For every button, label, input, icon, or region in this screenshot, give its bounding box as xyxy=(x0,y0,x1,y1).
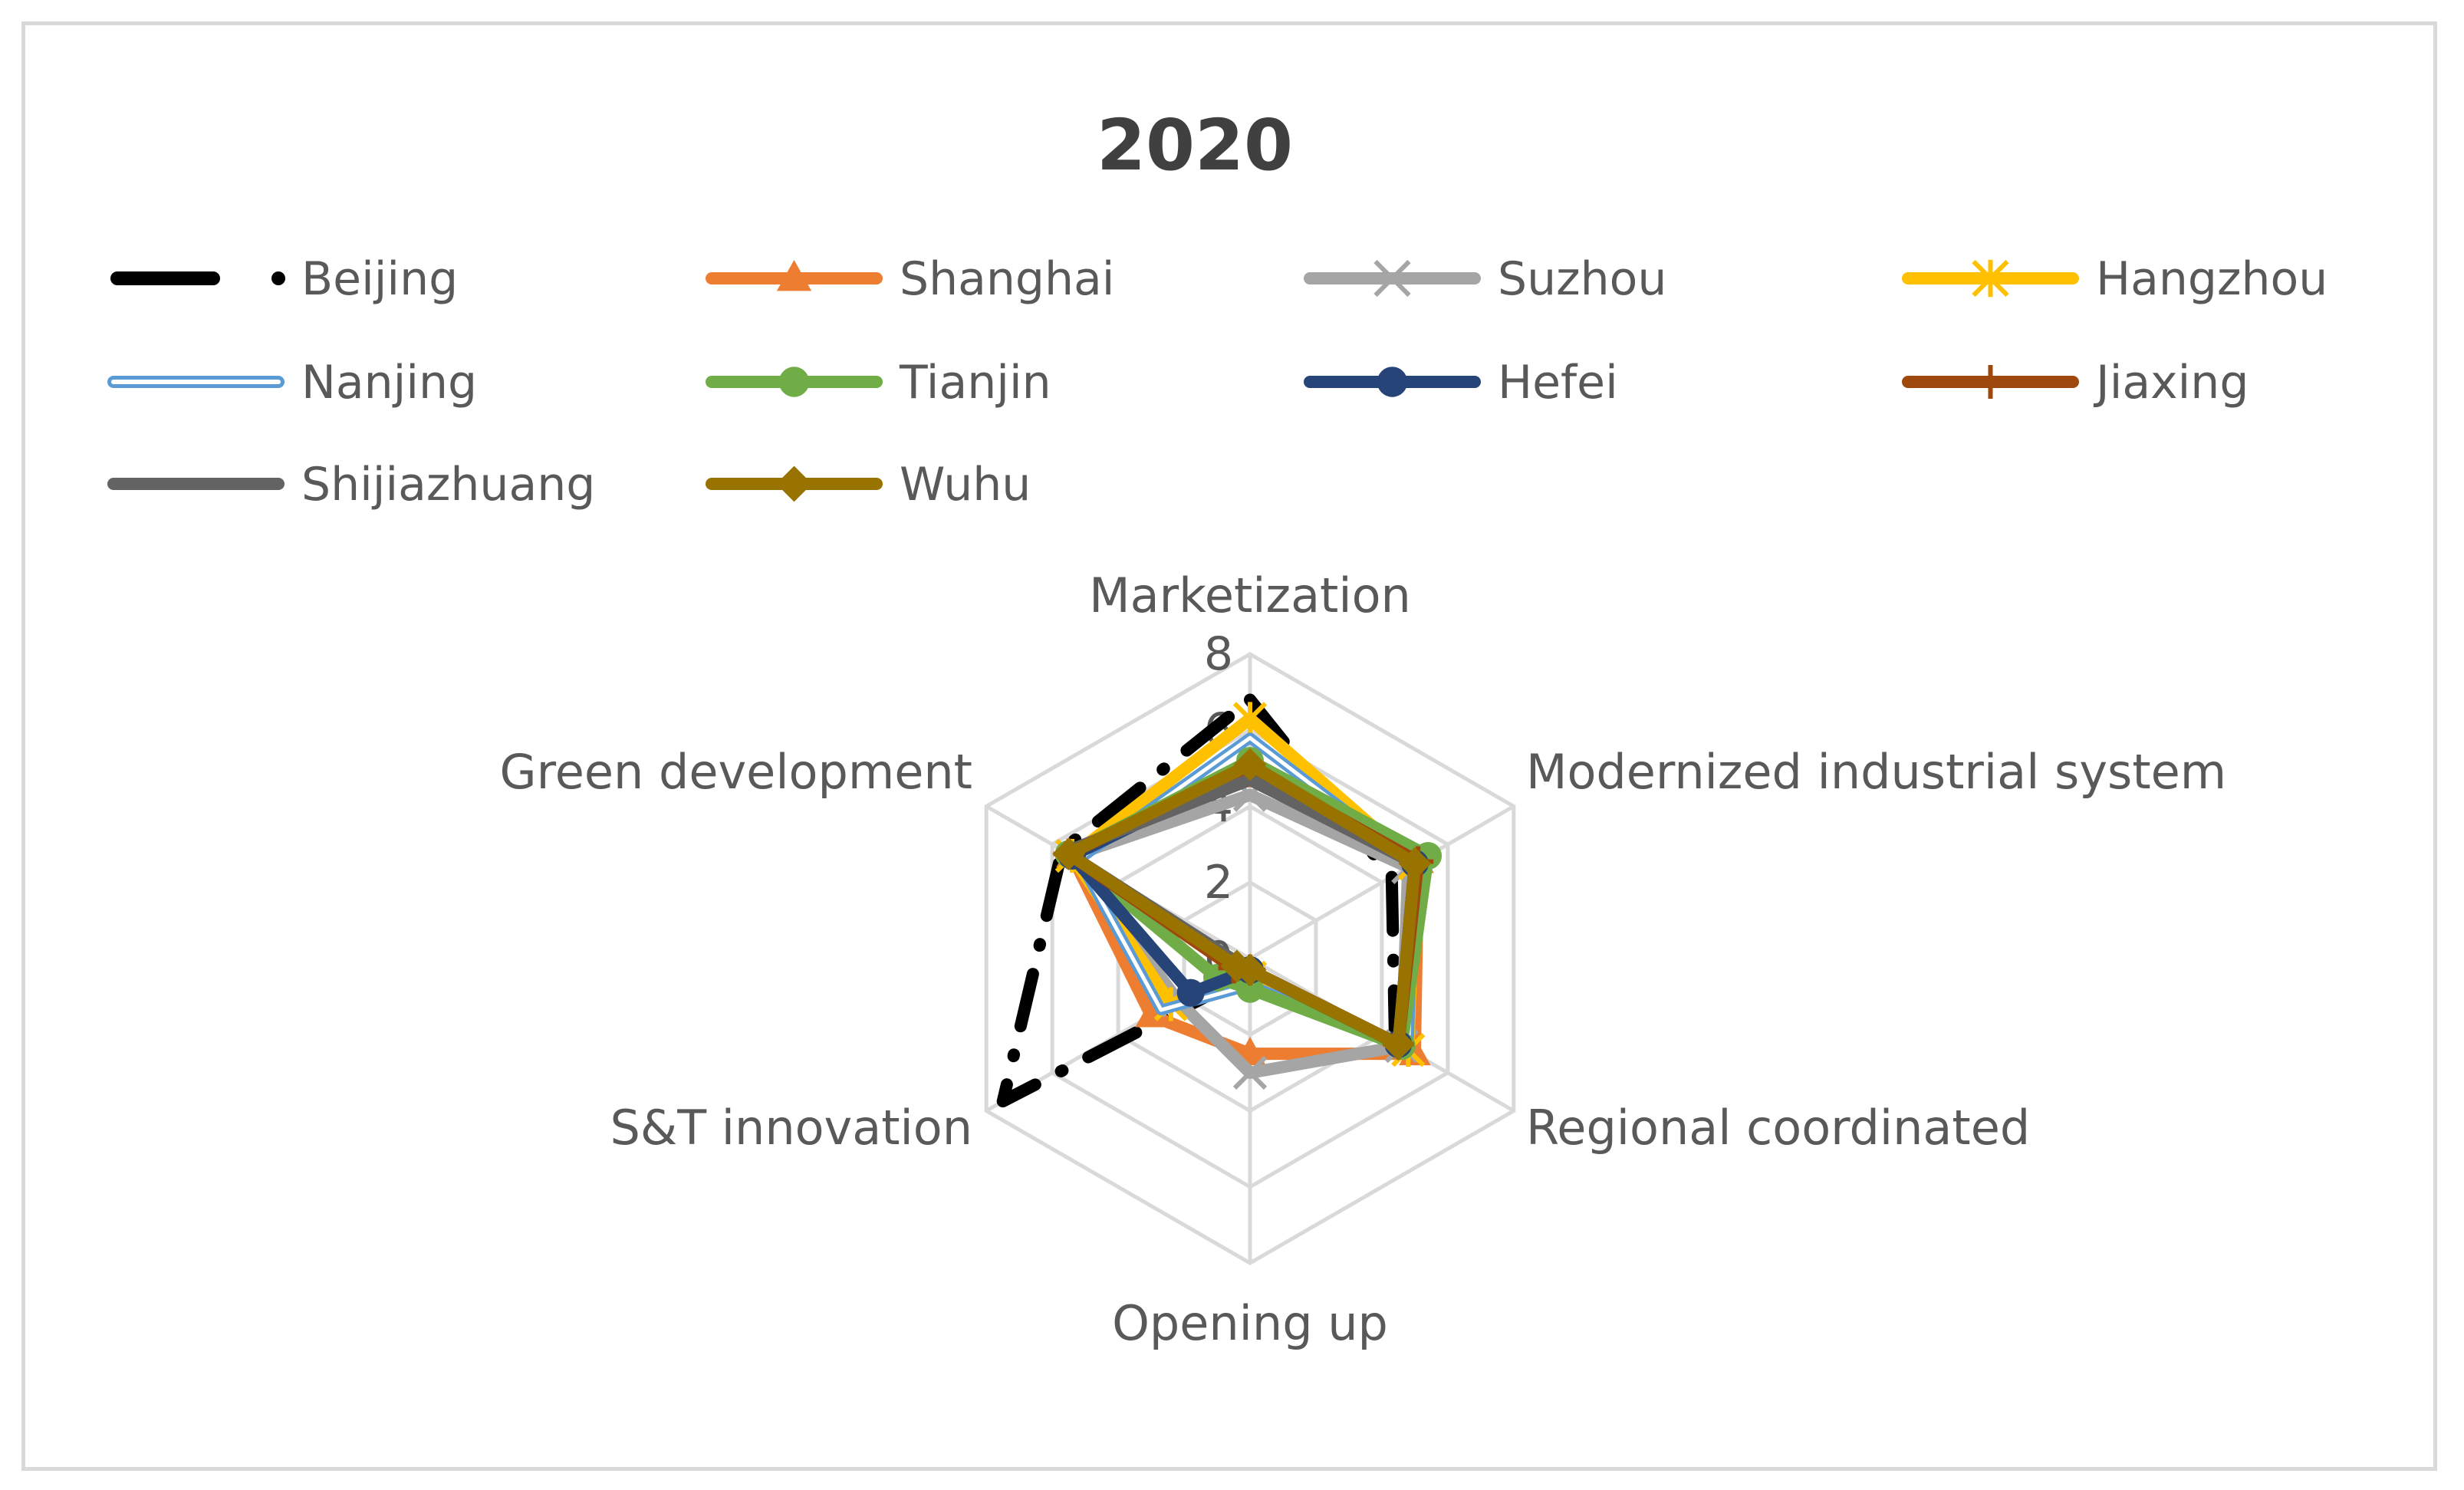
axis-label-sandt-innovation: S&T innovation xyxy=(610,1100,972,1156)
legend-item-suzhou: Suzhou xyxy=(1304,252,1666,306)
tick-label: 8 xyxy=(1204,627,1233,681)
legend-label: Jiaxing xyxy=(2093,356,2249,410)
legend-label: Suzhou xyxy=(1498,252,1666,306)
legend-marker xyxy=(776,259,812,291)
legend-swatch-dot xyxy=(271,271,285,285)
legend-label: Nanjing xyxy=(301,356,477,410)
legend-label: Shanghai xyxy=(900,252,1114,306)
legend-marker xyxy=(778,367,810,397)
data-point xyxy=(1232,702,1268,736)
axis-label-marketization: Marketization xyxy=(1089,567,1411,623)
axis-label-opening-up: Opening up xyxy=(1112,1295,1388,1351)
legend-label: Hefei xyxy=(1498,356,1618,410)
axis-label-modernized-industrial-system: Modernized industrial system xyxy=(1526,744,2226,800)
legend-item-beijing: Beijing xyxy=(110,252,458,306)
legend-marker xyxy=(1373,259,1411,298)
axis-label-green-development: Green development xyxy=(500,744,972,800)
legend-marker xyxy=(1973,365,2008,399)
grid-spoke xyxy=(1248,804,1515,961)
data-point xyxy=(1233,748,1267,781)
series-beijing xyxy=(996,693,1402,1108)
legend-marker xyxy=(776,465,812,502)
data-point xyxy=(1176,979,1205,1007)
data-point xyxy=(1381,1028,1415,1061)
legend-item-hefei: Hefei xyxy=(1304,356,1618,410)
legend-marker xyxy=(1972,259,2009,298)
legend-item-hangzhou: Hangzhou xyxy=(1902,252,2327,306)
chart-title: 2020 xyxy=(1097,104,1293,186)
tick-label: 2 xyxy=(1204,856,1233,909)
data-point xyxy=(1398,847,1432,880)
legend-item-jiaxing: Jiaxing xyxy=(1902,356,2249,410)
series-lines xyxy=(996,693,1443,1108)
legend-label: Beijing xyxy=(301,252,458,306)
legend-label: Hangzhou xyxy=(2096,252,2327,306)
legend-label: Tianjin xyxy=(899,356,1051,410)
legend-label: Shijiazhuang xyxy=(301,458,595,511)
axis-label-regional-coordinated: Regional coordinated xyxy=(1526,1100,2030,1156)
legend-item-shijiazhuang: Shijiazhuang xyxy=(107,458,595,511)
series-line xyxy=(996,693,1402,1108)
legend-item-shanghai: Shanghai xyxy=(706,252,1114,306)
legend-marker xyxy=(1377,367,1408,397)
legend-label: Wuhu xyxy=(900,458,1031,511)
radar-grid xyxy=(984,652,1516,1265)
legend-item-tianjin: Tianjin xyxy=(706,356,1051,410)
data-point xyxy=(1052,837,1086,870)
data-point xyxy=(1232,1055,1268,1090)
legend-item-nanjing: Nanjing xyxy=(107,356,477,410)
legend-item-wuhu: Wuhu xyxy=(706,458,1031,511)
series-wuhu xyxy=(1052,748,1432,1061)
data-point xyxy=(1220,949,1254,983)
